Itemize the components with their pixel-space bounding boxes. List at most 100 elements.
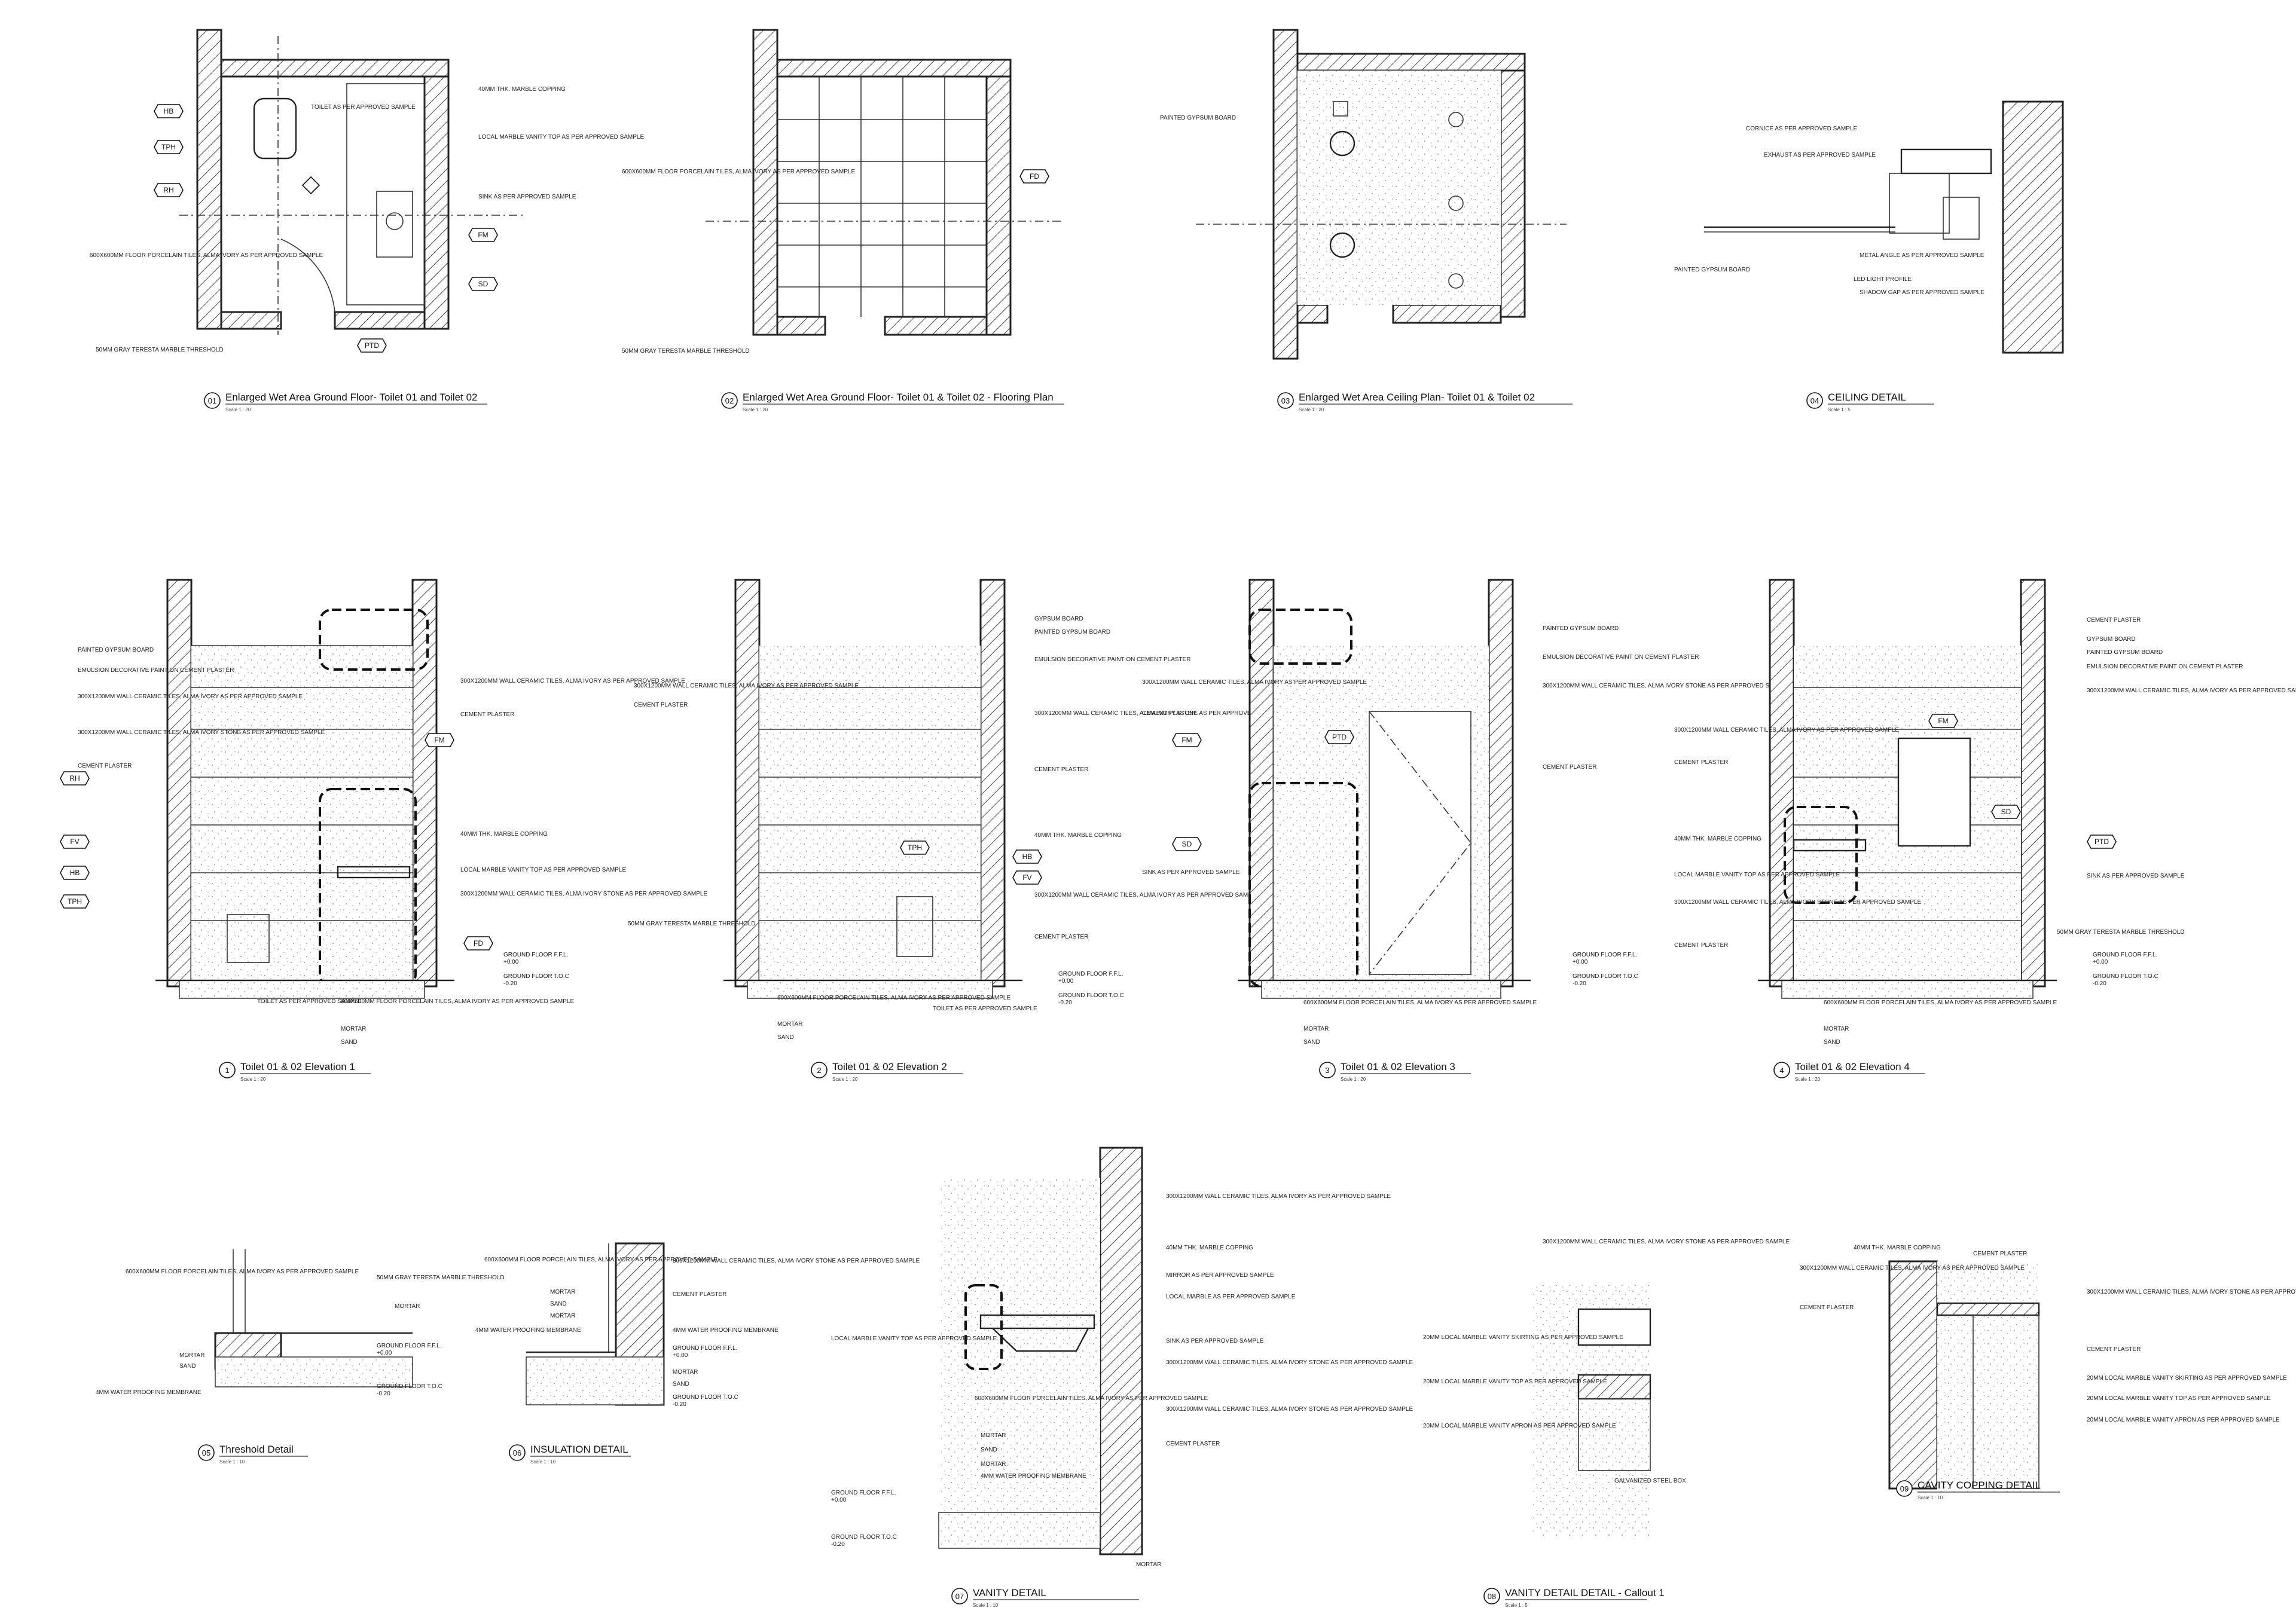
svg-text:Scale 1 : 5: Scale 1 : 5: [1828, 407, 1851, 412]
svg-text:CAVITY COPPING DETAIL: CAVITY COPPING DETAIL: [1918, 1480, 2041, 1491]
svg-text:PAINTED GYPSUM BOARD: PAINTED GYPSUM BOARD: [1160, 115, 1236, 121]
svg-text:Scale 1 : 20: Scale 1 : 20: [1795, 1077, 1821, 1082]
svg-text:MIRROR AS PER APPROVED SAMPLE: MIRROR AS PER APPROVED SAMPLE: [1166, 1272, 1274, 1279]
svg-text:CEMENT PLASTER: CEMENT PLASTER: [634, 702, 688, 708]
elevation-1-notes: PAINTED GYPSUM BOARD EMULSION DECORATIVE…: [78, 647, 707, 1046]
svg-text:+0.00: +0.00: [377, 1350, 392, 1356]
svg-text:Toilet 01 & 02 Elevation 2: Toilet 01 & 02 Elevation 2: [832, 1061, 947, 1072]
svg-text:Scale 1 : 20: Scale 1 : 20: [240, 1077, 266, 1082]
title-02: 02 Enlarged Wet Area Ground Floor- Toile…: [721, 392, 1064, 412]
title-elev-3: 3 Toilet 01 & 02 Elevation 3 Scale 1 : 2…: [1319, 1061, 1471, 1082]
elevation-1: [155, 579, 454, 999]
tag-fd: FD: [474, 939, 483, 947]
svg-text:01: 01: [208, 396, 216, 405]
svg-text:300X1200MM WALL CERAMIC TILES,: 300X1200MM WALL CERAMIC TILES, ALMA IVOR…: [460, 891, 707, 897]
title-05: 05 Threshold Detail Scale 1 : 10: [198, 1444, 308, 1465]
svg-text:4MM WATER PROOFING MEMBRANE: 4MM WATER PROOFING MEMBRANE: [981, 1473, 1086, 1480]
title-06: 06 INSULATION DETAIL Scale 1 : 10: [509, 1444, 631, 1465]
svg-text:40MM THK. MARBLE COPPING: 40MM THK. MARBLE COPPING: [478, 86, 566, 93]
svg-text:300X1200MM WALL CERAMIC TILES,: 300X1200MM WALL CERAMIC TILES, ALMA IVOR…: [1166, 1359, 1413, 1366]
svg-text:600X600MM FLOOR PORCELAIN TILE: 600X600MM FLOOR PORCELAIN TILES, ALMA IV…: [975, 1395, 1208, 1402]
svg-text:50MM GRAY TERESTA MARBLE THRES: 50MM GRAY TERESTA MARBLE THRESHOLD: [2057, 929, 2185, 936]
svg-text:-0.20: -0.20: [503, 980, 517, 987]
svg-text:300X1200MM WALL CERAMIC TILES,: 300X1200MM WALL CERAMIC TILES, ALMA IVOR…: [1800, 1265, 2025, 1271]
tag-ptd: PTD: [1332, 733, 1347, 741]
svg-text:PAINTED GYPSUM BOARD: PAINTED GYPSUM BOARD: [78, 647, 154, 653]
svg-text:GROUND FLOOR T.O.C: GROUND FLOOR T.O.C: [1573, 973, 1638, 980]
tag-sd: SD: [2001, 808, 2011, 816]
svg-text:Scale 1 : 5: Scale 1 : 5: [1505, 1603, 1528, 1608]
title-elev-1: 1 Toilet 01 & 02 Elevation 1 Scale 1 : 2…: [219, 1061, 371, 1082]
svg-text:METAL ANGLE AS PER APPROVED SA: METAL ANGLE AS PER APPROVED SAMPLE: [1860, 252, 1984, 259]
svg-text:GYPSUM BOARD: GYPSUM BOARD: [1034, 616, 1083, 622]
svg-text:GROUND FLOOR F.F.L.: GROUND FLOOR F.F.L.: [831, 1490, 896, 1496]
svg-text:600X600MM FLOOR PORCELAIN TILE: 600X600MM FLOOR PORCELAIN TILES, ALMA IV…: [126, 1269, 359, 1275]
title-elev-2: 2 Toilet 01 & 02 Elevation 2 Scale 1 : 2…: [811, 1061, 963, 1082]
svg-text:02: 02: [725, 396, 734, 405]
svg-text:CEMENT PLASTER: CEMENT PLASTER: [1034, 934, 1088, 940]
svg-text:GROUND FLOOR T.O.C: GROUND FLOOR T.O.C: [831, 1534, 897, 1541]
svg-text:03: 03: [1281, 396, 1290, 405]
svg-text:GROUND FLOOR T.O.C: GROUND FLOOR T.O.C: [2093, 973, 2158, 980]
svg-text:+0.00: +0.00: [1573, 959, 1588, 965]
svg-text:1: 1: [225, 1066, 229, 1075]
svg-text:GROUND FLOOR T.O.C: GROUND FLOOR T.O.C: [377, 1383, 442, 1390]
svg-text:+0.00: +0.00: [1058, 978, 1074, 985]
svg-text:TOILET AS PER APPROVED SAMPLE: TOILET AS PER APPROVED SAMPLE: [257, 998, 362, 1005]
svg-text:LOCAL MARBLE VANITY TOP AS PER: LOCAL MARBLE VANITY TOP AS PER APPROVED …: [460, 867, 626, 873]
tag-fm: FM: [1938, 717, 1948, 725]
svg-text:Toilet 01 & 02 Elevation 1: Toilet 01 & 02 Elevation 1: [240, 1061, 355, 1072]
tag-hb: HB: [1022, 852, 1033, 861]
svg-text:-0.20: -0.20: [377, 1390, 390, 1397]
svg-text:50MM GRAY TERESTA MARBLE THRES: 50MM GRAY TERESTA MARBLE THRESHOLD: [628, 921, 756, 927]
svg-text:300X1200MM WALL CERAMIC TILES,: 300X1200MM WALL CERAMIC TILES, ALMA IVOR…: [1543, 683, 1790, 689]
detail-04: CORNICE AS PER APPROVED SAMPLE EXHAUST A…: [1674, 100, 2064, 354]
tag-sd: SD: [478, 280, 488, 288]
svg-text:VANITY DETAIL: VANITY DETAIL: [973, 1587, 1046, 1598]
svg-text:-0.20: -0.20: [831, 1541, 845, 1548]
svg-text:VANITY DETAIL DETAIL - Callout: VANITY DETAIL DETAIL - Callout 1: [1505, 1587, 1665, 1598]
svg-text:CEMENT PLASTER: CEMENT PLASTER: [1034, 766, 1088, 773]
plan-01-tags: HB TPH RH FM SD PTD: [154, 104, 498, 353]
svg-text:Scale 1 : 10: Scale 1 : 10: [219, 1459, 245, 1465]
svg-text:300X1200MM WALL CERAMIC TILES,: 300X1200MM WALL CERAMIC TILES, ALMA IVOR…: [460, 678, 685, 684]
svg-text:PAINTED GYPSUM BOARD: PAINTED GYPSUM BOARD: [2087, 649, 2163, 656]
svg-text:CEILING DETAIL: CEILING DETAIL: [1828, 392, 1906, 403]
svg-text:20MM LOCAL MARBLE VANITY TOP A: 20MM LOCAL MARBLE VANITY TOP AS PER APPR…: [1423, 1379, 1607, 1385]
svg-text:+0.00: +0.00: [503, 959, 519, 965]
svg-text:CEMENT PLASTER: CEMENT PLASTER: [78, 763, 132, 769]
detail-09: 40MM THK. MARBLE COPPING 300X1200MM WALL…: [1800, 1245, 2296, 1494]
svg-text:300X1200MM WALL CERAMIC TILES,: 300X1200MM WALL CERAMIC TILES, ALMA IVOR…: [1674, 899, 1921, 906]
svg-text:GROUND FLOOR T.O.C: GROUND FLOOR T.O.C: [673, 1394, 738, 1401]
svg-text:50MM GRAY TERESTA MARBLE THRES: 50MM GRAY TERESTA MARBLE THRESHOLD: [622, 348, 750, 354]
svg-text:Scale 1 : 20: Scale 1 : 20: [832, 1077, 858, 1082]
tag-fd: FD: [1030, 172, 1039, 181]
svg-text:GROUND FLOOR F.F.L.: GROUND FLOOR F.F.L.: [1573, 952, 1637, 958]
svg-text:50MM GRAY TERESTA MARBLE THRES: 50MM GRAY TERESTA MARBLE THRESHOLD: [377, 1274, 505, 1281]
svg-text:SINK AS PER APPROVED SAMPLE: SINK AS PER APPROVED SAMPLE: [478, 194, 576, 200]
svg-text:04: 04: [1810, 396, 1819, 405]
svg-text:Toilet 01 & 02 Elevation 3: Toilet 01 & 02 Elevation 3: [1341, 1061, 1455, 1072]
elevation-4: FM SD PTD 300X1200MM WALL CERAMIC TILES,…: [1674, 579, 2296, 1046]
tag-tph: TPH: [161, 143, 176, 151]
svg-text:300X1200MM WALL CERAMIC TILES,: 300X1200MM WALL CERAMIC TILES, ALMA IVOR…: [78, 693, 303, 700]
svg-text:09: 09: [1900, 1484, 1909, 1493]
svg-text:SHADOW GAP AS PER APPROVED SAM: SHADOW GAP AS PER APPROVED SAMPLE: [1860, 289, 1984, 296]
detail-07: LOCAL MARBLE VANITY TOP AS PER APPROVED …: [831, 1147, 1413, 1568]
svg-text:Scale 1 : 10: Scale 1 : 10: [1918, 1495, 1943, 1500]
svg-text:CEMENT PLASTER: CEMENT PLASTER: [1973, 1251, 2027, 1257]
svg-text:MORTAR: MORTAR: [395, 1303, 420, 1310]
title-08: 08 VANITY DETAIL DETAIL - Callout 1 Scal…: [1483, 1587, 1665, 1608]
svg-text:GROUND FLOOR F.F.L.: GROUND FLOOR F.F.L.: [2093, 952, 2157, 958]
svg-text:SAND: SAND: [777, 1034, 794, 1041]
svg-text:Scale 1 : 10: Scale 1 : 10: [530, 1459, 556, 1465]
svg-text:Scale 1 : 10: Scale 1 : 10: [973, 1603, 999, 1608]
svg-text:CEMENT PLASTER: CEMENT PLASTER: [1142, 710, 1196, 717]
svg-text:LOCAL MARBLE VANITY TOP AS PER: LOCAL MARBLE VANITY TOP AS PER APPROVED …: [831, 1335, 997, 1342]
plan-01-notes: 40MM THK. MARBLE COPPING TOILET AS PER A…: [90, 86, 644, 353]
svg-text:300X1200MM WALL CERAMIC TILES,: 300X1200MM WALL CERAMIC TILES, ALMA IVOR…: [1674, 727, 1899, 733]
svg-text:300X1200MM WALL CERAMIC TILES,: 300X1200MM WALL CERAMIC TILES, ALMA IVOR…: [2087, 1289, 2296, 1295]
svg-text:07: 07: [955, 1592, 964, 1601]
svg-text:TOILET AS PER APPROVED SAMPLE: TOILET AS PER APPROVED SAMPLE: [311, 104, 416, 111]
svg-text:PAINTED GYPSUM BOARD: PAINTED GYPSUM BOARD: [1034, 629, 1110, 635]
